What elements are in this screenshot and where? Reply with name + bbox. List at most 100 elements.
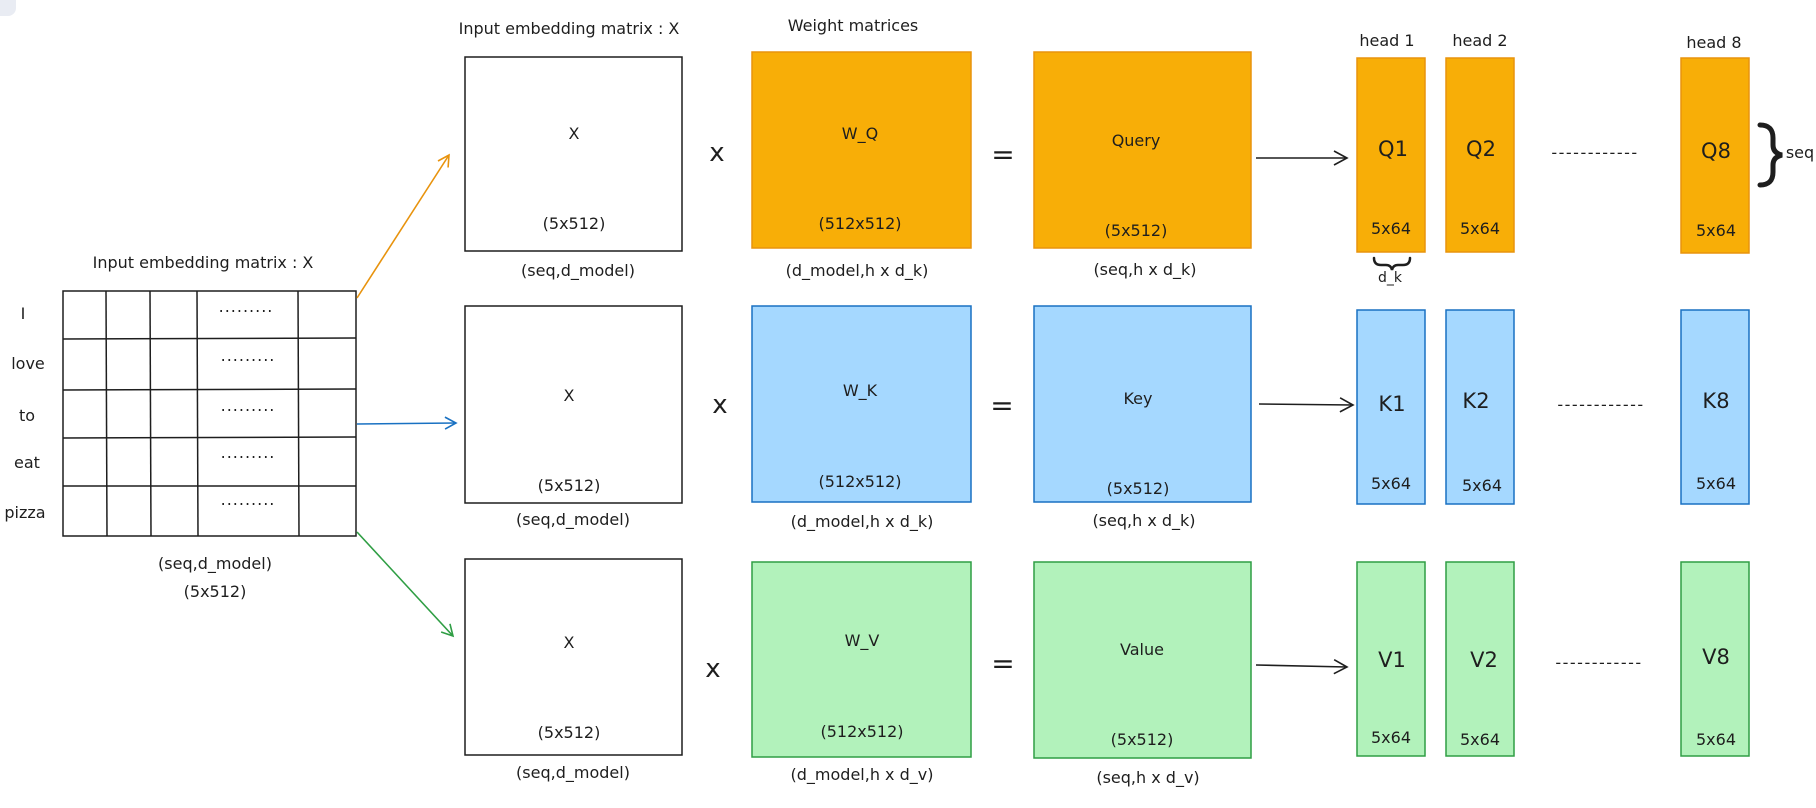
ellipsis: ......... [221,443,276,462]
x-matrix-shape: (seq,d_model) [516,763,630,783]
w-v-label: W_V [845,631,880,651]
w-v-shape: (d_model,h x d_v) [791,765,934,785]
d-k-label: d_k [1378,270,1403,286]
head-label: V2 [1470,648,1498,672]
head-dims: 5x64 [1696,221,1736,240]
query-row: X (5x512) (seq,d_model) x W_Q (512x512) … [464,51,1814,286]
head-dims: 5x64 [1696,730,1736,749]
dashed-connector: ------------ [1557,395,1644,414]
key-label: Key [1123,389,1152,408]
query-dims: (5x512) [1105,221,1168,240]
w-k-matrix [751,305,972,503]
seq-label: seq [1786,143,1814,162]
split-arrow [1258,397,1355,413]
ellipsis: ......... [219,297,274,316]
multiply-sign: x [709,138,724,168]
equals-sign: = [990,389,1013,422]
ellipsis: ......... [221,490,276,509]
input-table-title: Input embedding matrix : X [93,253,314,272]
x-matrix-dims: (5x512) [538,476,601,495]
value-dims: (5x512) [1111,730,1174,749]
table-row-divider [62,436,357,439]
head-label: Q8 [1701,139,1731,163]
head-label: Q2 [1466,137,1496,161]
head-dims: 5x64 [1462,476,1502,495]
x-matrix-dims: (5x512) [538,723,601,742]
input-matrix-header: Input embedding matrix : X [459,19,680,38]
x-matrix [464,56,683,252]
x-matrix-label: X [564,633,575,652]
head-block-v2 [1445,561,1515,757]
x-matrix-shape: (seq,d_model) [521,261,635,281]
w-q-label: W_Q [842,124,878,144]
query-matrix [1033,51,1252,249]
split-arrow [1255,659,1349,675]
table-col-divider [196,290,199,537]
head-dims: 5x64 [1460,730,1500,749]
x-matrix-dims: (5x512) [543,214,606,233]
input-embedding-table: Input embedding matrix : X I love to eat… [4,253,357,601]
head-dims: 5x64 [1371,219,1411,238]
key-dims: (5x512) [1107,479,1170,498]
w-k-label: W_K [843,381,878,401]
table-col-divider [149,290,152,537]
input-table-shape: (seq,d_model) [158,554,272,574]
x-matrix-label: X [564,386,575,405]
multiply-sign: x [705,654,720,684]
ellipsis: ......... [221,346,276,365]
token-label: pizza [4,503,45,522]
arrow-to-key-input [356,416,458,430]
input-table-dims: (5x512) [184,582,247,601]
head-block-k1 [1356,309,1426,505]
head-label: K2 [1462,389,1489,413]
w-q-dims: (512x512) [818,214,901,233]
head-block-k8 [1680,309,1750,505]
ellipsis: ......... [221,396,276,415]
value-label: Value [1120,640,1164,659]
head-dims: 5x64 [1696,474,1736,493]
w-q-shape: (d_model,h x d_k) [786,261,929,281]
head-block-v1 [1356,561,1426,757]
token-label: love [11,354,45,373]
w-q-matrix [751,51,972,249]
head-dims: 5x64 [1460,219,1500,238]
head-label: V8 [1702,645,1730,669]
value-shape: (seq,h x d_v) [1096,768,1199,788]
table-row-divider [62,388,357,391]
key-matrix [1033,305,1252,503]
head-8-header: head 8 [1686,33,1741,52]
w-k-shape: (d_model,h x d_k) [791,512,934,532]
arrow-to-value-input [356,531,455,638]
head-dims: 5x64 [1371,728,1411,747]
x-matrix-label: X [569,124,580,143]
d-k-brace-icon [1372,256,1412,271]
x-matrix [464,558,683,756]
token-label: to [19,406,35,425]
corner-tab [0,0,16,16]
value-row: X (5x512) (seq,d_model) x W_V (512x512) … [464,558,1750,788]
dashed-connector: ------------ [1551,143,1638,162]
multiply-sign: x [712,390,727,420]
dashed-connector: ------------ [1555,653,1642,672]
x-matrix [464,305,683,504]
table-col-divider [297,290,300,537]
head-dims: 5x64 [1371,474,1411,493]
head-label: K8 [1702,389,1729,413]
input-table-frame [62,290,357,537]
token-label: I [21,304,26,323]
query-shape: (seq,h x d_k) [1093,260,1196,280]
key-row: X (5x512) (seq,d_model) x W_K (512x512) … [464,305,1750,532]
head-block-k2 [1445,309,1515,505]
head-label: K1 [1378,392,1405,416]
weights-header: Weight matrices [788,16,919,35]
head-label: V1 [1378,648,1406,672]
value-matrix [1033,561,1252,759]
w-k-dims: (512x512) [818,472,901,491]
head-label: Q1 [1378,137,1408,161]
head-block-q1 [1356,57,1426,253]
key-shape: (seq,h x d_k) [1092,511,1195,531]
query-label: Query [1112,131,1161,150]
head-block-v8 [1680,561,1750,757]
w-v-matrix [751,561,972,758]
